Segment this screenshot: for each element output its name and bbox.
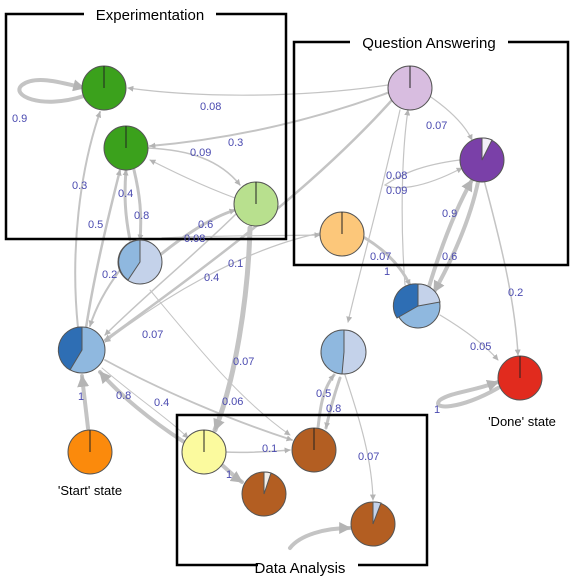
edge-start-bigblue xyxy=(77,374,90,430)
edge-label: 0.07 xyxy=(142,329,163,341)
edge-label: 0.1 xyxy=(262,443,277,455)
edge-lightgreen-bigblue xyxy=(104,211,239,336)
edge-label: 0.2 xyxy=(508,287,523,299)
edge-brown-paleblue xyxy=(316,373,336,430)
edge-yellow-brown xyxy=(224,447,291,454)
edge-label: 1 xyxy=(434,404,440,416)
node-brown-mid xyxy=(241,471,287,517)
edge-yellow-brown2 xyxy=(220,463,244,484)
edge-blue-exp-second xyxy=(84,168,122,330)
edge-label: 0.3 xyxy=(72,180,87,192)
edge-paleblue-lightgreen xyxy=(158,208,237,257)
edge-label: 0.07 xyxy=(370,251,391,263)
group-data-analysis: Data Analysis xyxy=(175,413,429,577)
edge-label: 0.4 xyxy=(154,397,169,409)
node-light-green xyxy=(233,181,279,227)
edge-paleblue-brown xyxy=(149,289,291,436)
group-title-data-analysis: Data Analysis xyxy=(255,560,346,577)
edge-label: 1 xyxy=(78,391,84,403)
edge-label: 0.1 xyxy=(228,258,243,270)
node-big-blue xyxy=(57,326,106,374)
edges xyxy=(17,78,521,550)
edge-label: 0.4 xyxy=(204,272,219,284)
edge-darkblue-purple xyxy=(426,178,474,292)
group-experimentation: Experimentation xyxy=(4,4,288,241)
edge-orange-darkblue xyxy=(363,236,412,287)
edge-label: 0.07 xyxy=(426,120,447,132)
nodes xyxy=(57,65,543,547)
group-title-experimentation: Experimentation xyxy=(96,7,204,24)
edge-yellow-bigblue xyxy=(98,370,186,444)
edge-exp2-lightgreen xyxy=(147,147,241,186)
node-pale-blue-exp xyxy=(117,239,163,285)
edge-label: 0.07 xyxy=(358,451,379,463)
edge-bigblue-yellow xyxy=(101,367,189,439)
edge-self-loop-exp xyxy=(17,78,86,104)
edge-self-loop-brownbottom xyxy=(288,522,352,550)
edge-paleblue-brownbottom xyxy=(344,374,376,501)
edge-lightgreen-orange xyxy=(161,232,321,239)
edge-lavender-exp-second xyxy=(149,91,391,149)
edge-label: 0.5 xyxy=(88,219,103,231)
edge-label: 1 xyxy=(226,469,232,481)
edge-lavender-exp-top xyxy=(127,84,389,96)
edge-label: 0.5 xyxy=(316,388,331,400)
edge-label: 0.05 xyxy=(470,341,491,353)
edge-label: 0.6 xyxy=(198,219,213,231)
done-state-label: 'Done' state xyxy=(488,414,556,429)
node-pale-yellow xyxy=(181,429,227,475)
edge-paleblue-brown2 xyxy=(324,376,342,430)
edge-purple-lavender xyxy=(383,159,463,189)
node-pale-blue-da xyxy=(320,329,367,375)
edge-blue-exp-top xyxy=(74,111,102,329)
node-lavender xyxy=(387,65,433,111)
edge-label: 0.9 xyxy=(442,208,457,220)
node-dark-blue-qa xyxy=(392,283,441,329)
edge-labels: 0.9 0.08 0.3 0.09 0.3 0.4 0.8 0.5 0.6 0.… xyxy=(12,101,523,481)
node-light-orange xyxy=(319,211,365,257)
edge-darkblue-lavender xyxy=(401,109,411,286)
edge-lightgreen-yellow xyxy=(212,225,253,433)
edge-self-loop-red xyxy=(436,379,500,409)
group-question-answering: Question Answering xyxy=(292,32,570,267)
edge-bigblue-brown xyxy=(104,359,293,442)
edge-exp2-paleblue xyxy=(132,168,144,242)
group-title-question-answering: Question Answering xyxy=(362,35,495,52)
edge-label: 0.9 xyxy=(12,113,27,125)
edge-label: 0.07 xyxy=(233,356,254,368)
edge-label: 0.2 xyxy=(102,269,117,281)
edge-label: 0.09 xyxy=(386,185,407,197)
node-brown-bottom xyxy=(350,501,396,547)
edge-label: 0.8 xyxy=(116,390,131,402)
edge-paleblue-exp2 xyxy=(122,168,132,242)
edge-label: 0.3 xyxy=(228,137,243,149)
edge-label: 0.08 xyxy=(386,170,407,182)
edge-label: 0.08 xyxy=(184,233,205,245)
edge-paleblue-bigblue xyxy=(88,269,121,327)
edge-orange-bigblue xyxy=(104,232,321,343)
edge-label: 0.8 xyxy=(326,403,341,415)
start-state-label: 'Start' state xyxy=(58,483,122,498)
edge-lightgreen-exp2 xyxy=(149,159,236,199)
edge-darkblue-red xyxy=(439,314,499,361)
edge-label: 0.6 xyxy=(442,251,457,263)
edge-label: 0.08 xyxy=(200,101,221,113)
edge-label: 0.06 xyxy=(222,396,243,408)
node-purple xyxy=(459,137,505,183)
edge-purple-darkblue xyxy=(432,180,480,294)
node-exp-second xyxy=(103,125,149,171)
edge-lavender-purple xyxy=(427,94,473,141)
edge-purple-red xyxy=(483,179,521,356)
edge-label: 0.4 xyxy=(118,188,133,200)
edge-lavender-paleblue-small xyxy=(346,109,401,323)
node-orange-start xyxy=(67,429,113,475)
node-red-done xyxy=(497,355,543,401)
node-brown-top xyxy=(291,427,337,473)
node-exp-top xyxy=(81,65,127,111)
edge-label: 0.8 xyxy=(134,210,149,222)
edge-label: 1 xyxy=(384,266,390,278)
edge-label: 0.09 xyxy=(190,147,211,159)
